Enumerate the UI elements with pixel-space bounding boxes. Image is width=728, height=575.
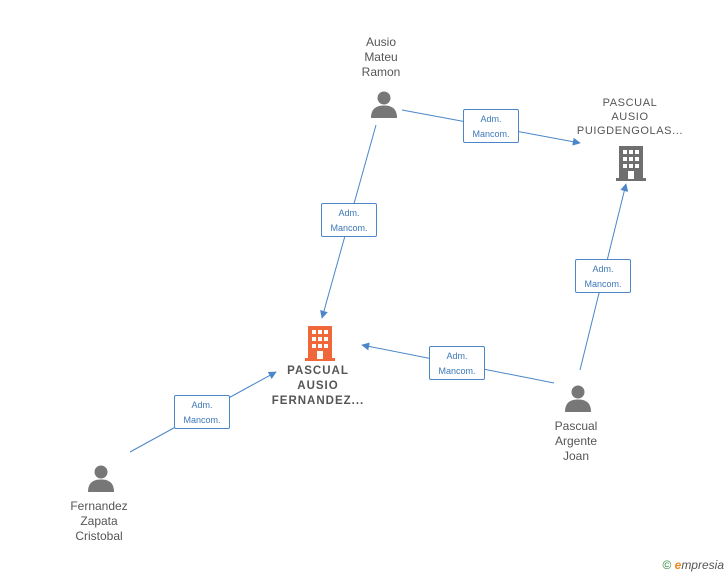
edge-label-role: Adm.: [446, 351, 468, 361]
edge-label-type: Mancom.: [438, 366, 476, 376]
label-line: Mateu: [364, 50, 398, 64]
label-line: AUSIO: [611, 111, 649, 123]
label-line: PASCUAL: [602, 97, 658, 109]
node-label-fernandez-company[interactable]: PASCUAL AUSIO FERNANDEZ...: [258, 364, 378, 409]
company-building-icon[interactable]: [615, 145, 647, 181]
edge-label-type: Mancom.: [183, 415, 221, 425]
copyright-symbol: ©: [662, 558, 672, 572]
person-icon[interactable]: [86, 463, 116, 493]
label-line: Ausio: [365, 35, 397, 49]
edge-label-ausio-fernandez[interactable]: Adm. Mancom.: [321, 203, 377, 237]
label-line: Pascual: [554, 419, 598, 433]
node-label-ausio[interactable]: Ausio Mateu Ramon: [321, 35, 441, 80]
brand-name: mpresia: [681, 558, 724, 572]
edge-label-role: Adm.: [191, 400, 213, 410]
label-line: Cristobal: [75, 529, 123, 543]
label-line: PASCUAL: [287, 365, 349, 377]
label-line: Fernandez: [70, 499, 128, 513]
edge-label-argente-fernandez[interactable]: Adm. Mancom.: [429, 346, 485, 380]
node-label-puigdengolas[interactable]: PASCUAL AUSIO PUIGDENGOLAS...: [570, 96, 690, 138]
node-label-zapata[interactable]: Fernandez Zapata Cristobal: [39, 499, 159, 544]
brand-logo: empresia: [675, 558, 724, 572]
label-line: PUIGDENGOLAS...: [576, 125, 684, 137]
edge-label-argente-puigdengolas[interactable]: Adm. Mancom.: [575, 259, 631, 293]
label-line: Joan: [562, 449, 590, 463]
edge-label-type: Mancom.: [472, 129, 510, 139]
label-line: FERNANDEZ...: [271, 395, 365, 407]
label-line: Ramon: [361, 65, 401, 79]
edge-label-zapata-fernandez[interactable]: Adm. Mancom.: [174, 395, 230, 429]
person-icon[interactable]: [369, 89, 399, 119]
brand-initial: e: [674, 558, 682, 572]
edge-label-type: Mancom.: [584, 279, 622, 289]
person-icon[interactable]: [563, 383, 593, 413]
label-line: Argente: [554, 434, 598, 448]
main-company-building-icon[interactable]: [304, 325, 336, 361]
label-line: Zapata: [80, 514, 118, 528]
copyright-brand: © empresia: [662, 558, 724, 572]
node-label-argente[interactable]: Pascual Argente Joan: [516, 419, 636, 464]
edge-label-role: Adm.: [592, 264, 614, 274]
edge-label-type: Mancom.: [330, 223, 368, 233]
label-line: AUSIO: [297, 380, 339, 392]
edge-label-ausio-puigdengolas[interactable]: Adm. Mancom.: [463, 109, 519, 143]
edge-label-role: Adm.: [480, 114, 502, 124]
edge-label-role: Adm.: [338, 208, 360, 218]
